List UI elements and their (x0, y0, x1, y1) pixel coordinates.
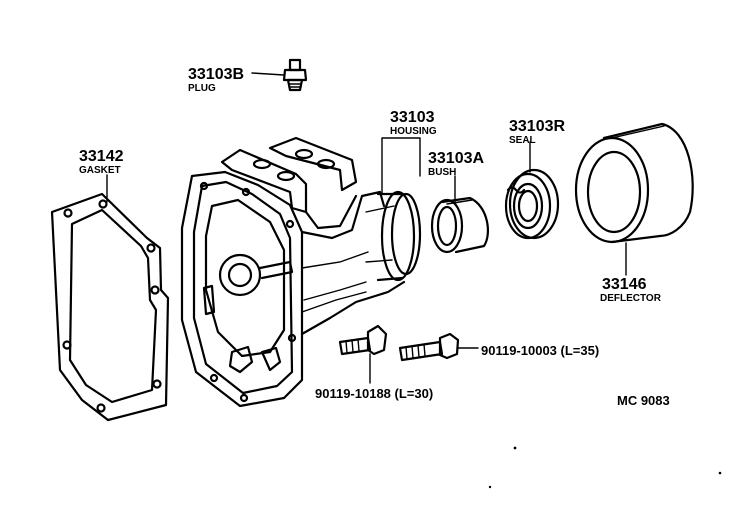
housing-part-name: HOUSING (390, 126, 437, 137)
bush-drawing (430, 196, 489, 254)
leader-lines (106, 72, 627, 384)
deflector-part-number: 33146 (602, 276, 647, 293)
housing-drawing (180, 136, 422, 408)
gasket-part-number: 33142 (79, 148, 124, 165)
deflector-part-name: DEFLECTOR (600, 293, 662, 304)
bolt-short-label: 90119-10188 (L=30) (315, 386, 433, 401)
bolt-long-drawing (398, 332, 460, 362)
housing-part-number: 33103 (390, 109, 435, 126)
bush-part-name: BUSH (428, 167, 456, 178)
seal-part-name: SEAL (509, 135, 536, 146)
seal-drawing (504, 168, 560, 240)
plug-part-name: PLUG (188, 83, 216, 94)
plug-drawing (282, 58, 308, 92)
diagram-code: MC 9083 (617, 393, 670, 408)
gasket-drawing (50, 192, 170, 422)
gasket-part-name: GASKET (79, 165, 121, 176)
bolt-long-label: 90119-10003 (L=35) (481, 343, 599, 358)
plug-part-number: 33103B (188, 66, 244, 83)
bush-part-number: 33103A (428, 150, 484, 167)
scan-dots (488, 446, 722, 489)
deflector-drawing (574, 122, 694, 244)
bolt-short-drawing (338, 324, 388, 356)
seal-part-number: 33103R (509, 118, 565, 135)
